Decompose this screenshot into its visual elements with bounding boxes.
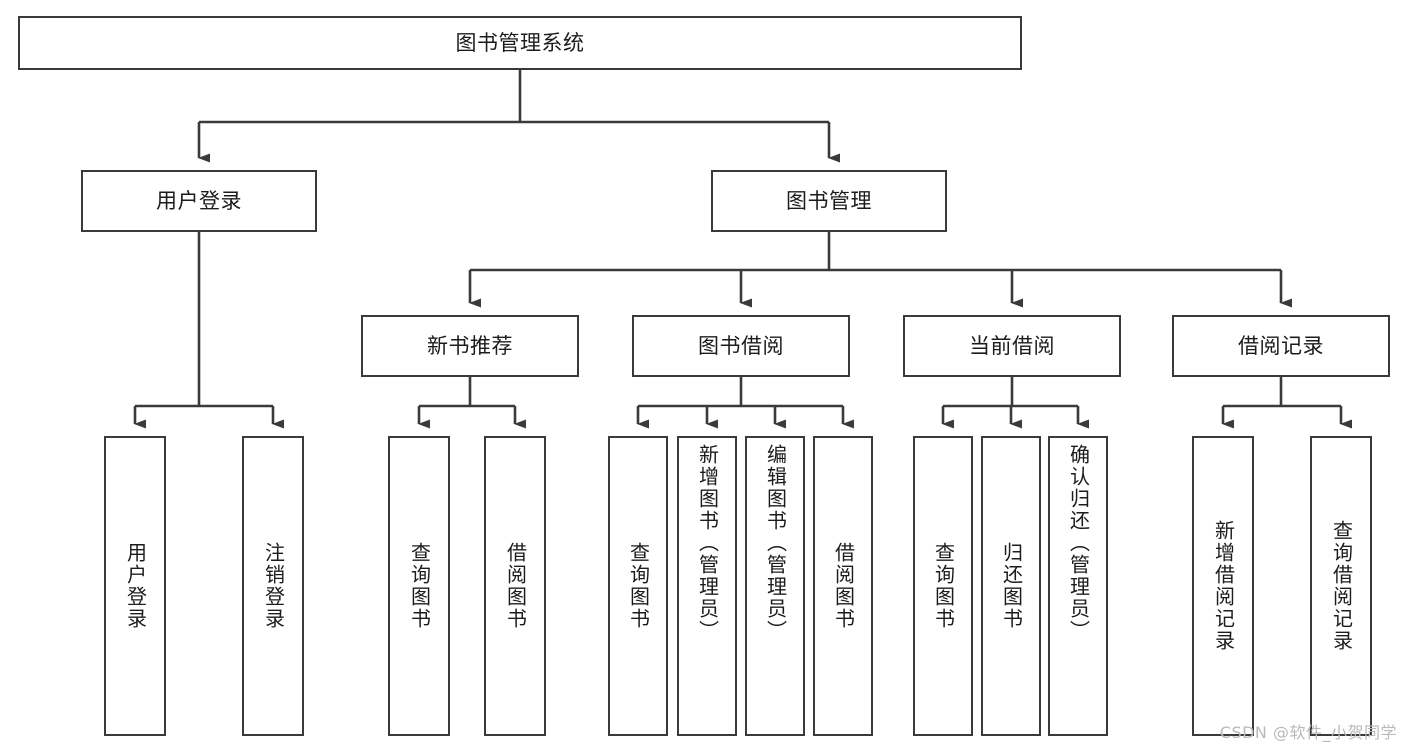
node-book-borrow-label: 图书借阅 — [698, 333, 784, 358]
node-book-manage[interactable]: 图书管理 — [711, 170, 947, 232]
node-leaf-add-borrow-record[interactable]: 新增借阅记录 — [1192, 436, 1254, 736]
node-borrow-record[interactable]: 借阅记录 — [1172, 315, 1390, 377]
node-book-borrow[interactable]: 图书借阅 — [632, 315, 850, 377]
node-leaf-query-book-recommend[interactable]: 查询图书 — [388, 436, 450, 736]
node-leaf-add-book-admin-label: 新增图书（管理员） — [695, 444, 720, 642]
node-leaf-query-borrow-record-label: 查询借阅记录 — [1329, 520, 1354, 652]
node-leaf-add-borrow-record-label: 新增借阅记录 — [1211, 520, 1236, 652]
node-leaf-borrow-book-borrow[interactable]: 借阅图书 — [813, 436, 873, 736]
node-leaf-return-book-label: 归还图书 — [999, 542, 1024, 630]
node-borrow-record-label: 借阅记录 — [1238, 333, 1324, 358]
connector-borrow-record-to-leaves — [1221, 377, 1352, 429]
node-leaf-logout[interactable]: 注销登录 — [242, 436, 304, 736]
node-new-book-recommend-label: 新书推荐 — [427, 333, 513, 358]
node-leaf-confirm-return-admin-label: 确认归还（管理员） — [1066, 444, 1091, 642]
node-root-label: 图书管理系统 — [455, 30, 585, 55]
connector-current-borrow-to-leaves — [941, 377, 1089, 429]
node-leaf-add-book-admin[interactable]: 新增图书（管理员） — [677, 436, 737, 736]
node-leaf-borrow-book-borrow-label: 借阅图书 — [831, 542, 856, 630]
node-leaf-query-book-borrow-label: 查询图书 — [626, 542, 651, 630]
node-leaf-borrow-book-recommend-label: 借阅图书 — [503, 542, 528, 630]
node-current-borrow-label: 当前借阅 — [969, 333, 1055, 358]
node-current-borrow[interactable]: 当前借阅 — [903, 315, 1121, 377]
node-leaf-query-book-current-label: 查询图书 — [931, 542, 956, 630]
connector-root-to-level2 — [197, 70, 840, 163]
node-leaf-confirm-return-admin[interactable]: 确认归还（管理员） — [1048, 436, 1108, 736]
node-leaf-query-book-borrow[interactable]: 查询图书 — [608, 436, 668, 736]
connector-book-manage-to-level3 — [468, 232, 1292, 308]
node-root-system[interactable]: 图书管理系统 — [18, 16, 1022, 70]
node-book-manage-label: 图书管理 — [786, 188, 872, 213]
node-leaf-query-book-current[interactable]: 查询图书 — [913, 436, 973, 736]
node-leaf-return-book[interactable]: 归还图书 — [981, 436, 1041, 736]
node-leaf-borrow-book-recommend[interactable]: 借阅图书 — [484, 436, 546, 736]
node-user-login[interactable]: 用户登录 — [81, 170, 317, 232]
node-leaf-query-book-recommend-label: 查询图书 — [407, 542, 432, 630]
node-new-book-recommend[interactable]: 新书推荐 — [361, 315, 579, 377]
node-leaf-edit-book-admin[interactable]: 编辑图书（管理员） — [745, 436, 805, 736]
node-leaf-user-login[interactable]: 用户登录 — [104, 436, 166, 736]
node-leaf-logout-label: 注销登录 — [261, 542, 286, 630]
node-leaf-query-borrow-record[interactable]: 查询借阅记录 — [1310, 436, 1372, 736]
node-user-login-label: 用户登录 — [156, 188, 242, 213]
connector-book-borrow-to-leaves — [636, 377, 854, 429]
connector-user-login-to-leaves — [133, 232, 284, 429]
node-leaf-user-login-label: 用户登录 — [123, 542, 148, 630]
node-leaf-edit-book-admin-label: 编辑图书（管理员） — [763, 444, 788, 642]
connector-new-book-recommend-to-leaves — [417, 377, 526, 429]
